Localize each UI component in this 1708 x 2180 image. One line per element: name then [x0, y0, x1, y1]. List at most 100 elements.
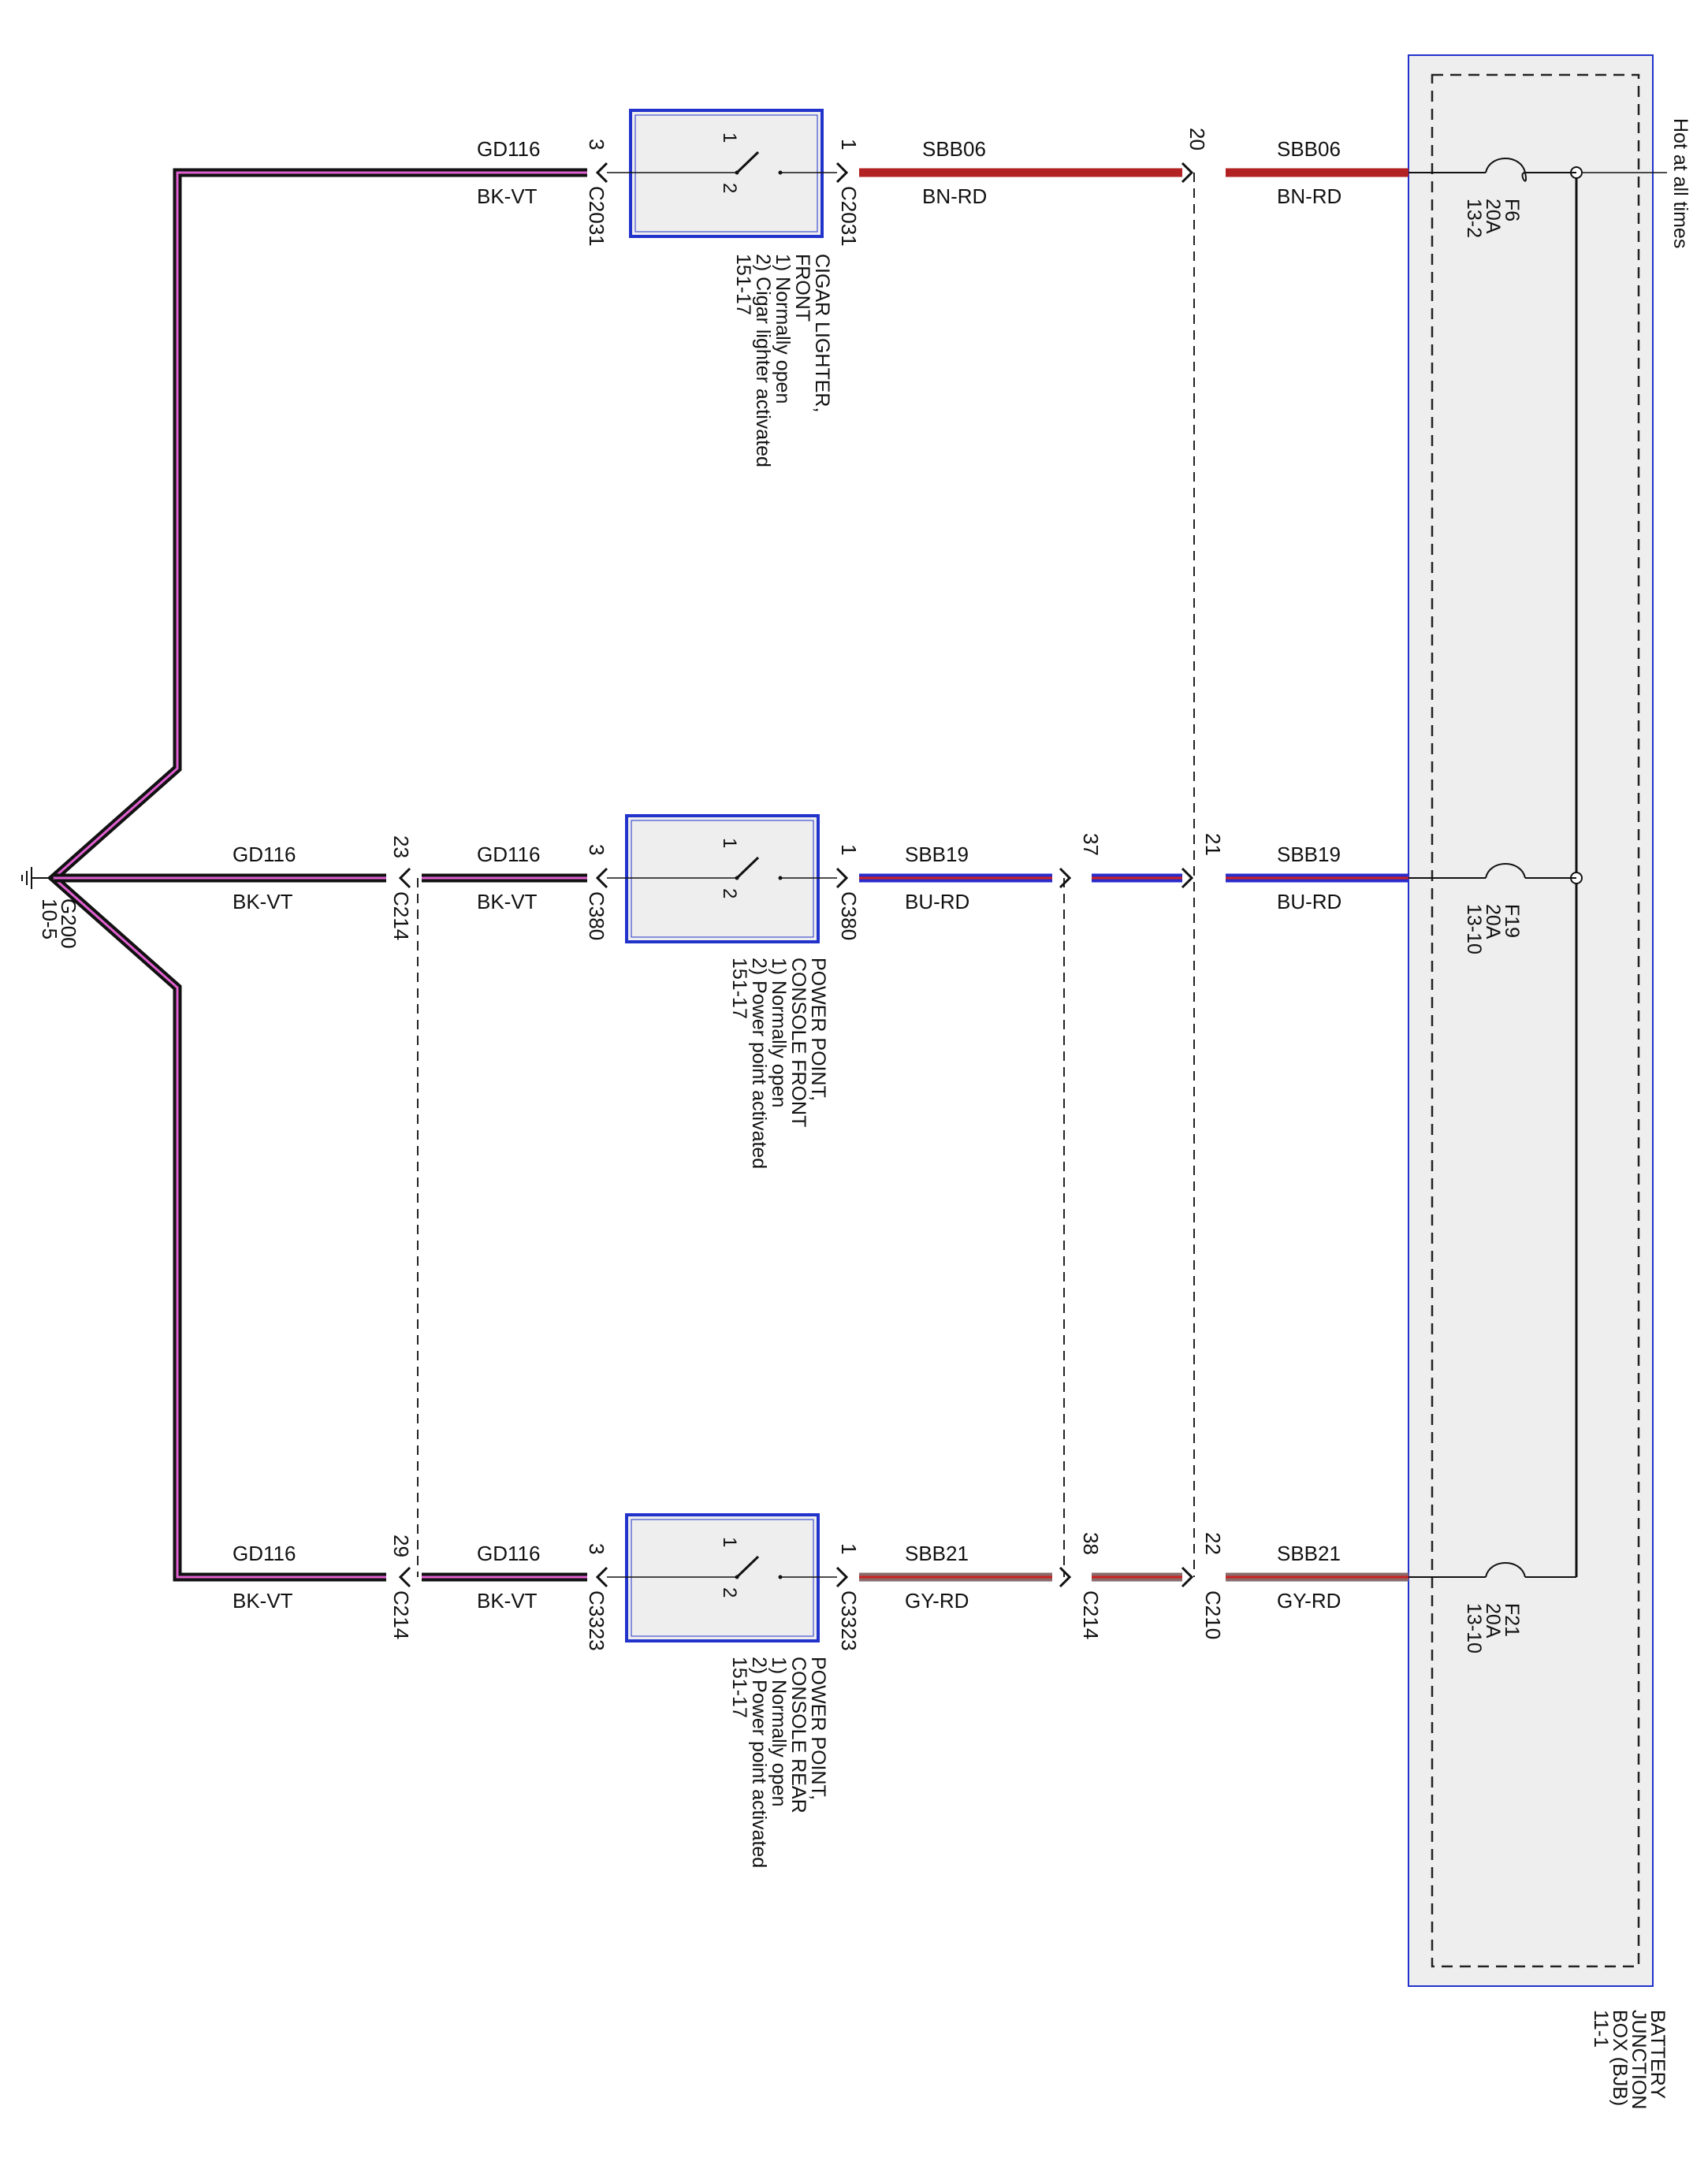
c214-pin29-arrow — [398, 1566, 411, 1588]
mid-pwr-pin: 1 — [837, 844, 861, 855]
top-bjb-color: BN-RD — [1277, 184, 1341, 208]
top-gnd-conn: C2031 — [585, 186, 608, 247]
mid-c214-conn: C214 — [389, 891, 413, 940]
bot-switch-description: POWER POINT, CONSOLE REAR 1) Normally op… — [728, 1657, 829, 1868]
c380-pin3-arrow — [595, 867, 608, 889]
c214-pin38-arrow — [1059, 1566, 1072, 1588]
f19-name: F19 — [1501, 904, 1523, 938]
mid-switch-line3: 1) Normally open — [768, 958, 790, 1107]
fuse-f21-icon — [1408, 1562, 1576, 1578]
bot-gnd-conn: C3323 — [585, 1590, 608, 1651]
bot-switch-line4: 2) Power point activated — [748, 1657, 770, 1868]
top-switch-pin2: 2 — [719, 183, 740, 193]
bot-switch-pin2: 2 — [719, 1587, 740, 1598]
mid-pwr-conn: C380 — [837, 891, 861, 940]
battery-junction-box — [1408, 54, 1654, 1987]
switch-power-point-console-front — [607, 814, 837, 943]
mid-gnd-circuit-b: GD116 — [477, 843, 540, 866]
bjb-inner-dashed — [1431, 73, 1640, 1968]
top-switch-line4: 2) Cigar lighter activated — [752, 254, 774, 467]
ground-ref: 10-5 — [38, 898, 61, 939]
fuse-f19-icon — [1408, 863, 1576, 879]
c210-pin20-arrow — [1181, 162, 1194, 184]
ground-symbol-icon — [21, 867, 54, 889]
bot-gnd-color-b: BK-VT — [477, 1589, 538, 1613]
bjb-label-line1: BATTERY — [1647, 2010, 1669, 2099]
mid-c214-pin: 23 — [389, 835, 413, 858]
bot-bjb-pin: 22 — [1201, 1532, 1225, 1555]
mid-gnd-color-a: BK-VT — [233, 890, 293, 913]
bot-bjb-color: GY-RD — [1277, 1589, 1341, 1613]
top-bjb-circuit: SBB06 — [1277, 137, 1341, 161]
ground-name: G200 — [57, 898, 80, 949]
mid-switch-line1: POWER POINT, — [807, 958, 829, 1101]
c380-pin1-arrow — [835, 867, 849, 889]
bot-gnd-circuit-a: GD116 — [233, 1542, 296, 1565]
mid-switch-description: POWER POINT, CONSOLE FRONT 1) Normally o… — [728, 958, 829, 1169]
mid-switch-line2: CONSOLE FRONT — [787, 958, 809, 1127]
f19-rating: 20A — [1482, 904, 1504, 939]
top-gnd-color: BK-VT — [477, 184, 538, 208]
f19-ref: 13-10 — [1463, 904, 1485, 954]
bjb-label: BATTERY JUNCTION BOX (BJB) 11-1 — [1590, 2010, 1669, 2109]
mid-c214-pwr-pin: 37 — [1079, 833, 1103, 856]
mid-bjb-color: BU-RD — [1277, 890, 1341, 913]
mid-switch-pin1: 1 — [719, 838, 740, 848]
top-pwr-conn: C2031 — [837, 186, 861, 247]
bot-c214-pwr-conn: C214 — [1079, 1590, 1103, 1639]
bot-pwr-pin: 1 — [837, 1543, 861, 1554]
f6-rating: 20A — [1482, 199, 1504, 234]
c2031-pin3-arrow — [595, 162, 608, 184]
c2031-pin1-arrow — [835, 162, 849, 184]
f21-rating: 20A — [1482, 1603, 1504, 1639]
bot-switch-line3: 1) Normally open — [768, 1657, 790, 1806]
mid-pwr-circuit: SBB19 — [905, 843, 969, 866]
f6-ref: 13-2 — [1463, 199, 1485, 238]
switch-power-point-console-rear — [607, 1513, 837, 1642]
bjb-label-line4: 11-1 — [1590, 2010, 1612, 2048]
bot-c214-pin: 29 — [389, 1535, 413, 1557]
mid-bjb-circuit: SBB19 — [1277, 843, 1341, 866]
bot-gnd-color-a: BK-VT — [233, 1589, 293, 1613]
mid-gnd-circuit-a: GD116 — [233, 843, 296, 866]
bot-c214-pwr-pin: 38 — [1079, 1532, 1103, 1555]
top-switch-line2: FRONT — [791, 254, 813, 322]
c210-pin21-arrow — [1181, 867, 1194, 889]
connector-dashed-lines — [417, 173, 1195, 1577]
top-bjb-pin: 20 — [1185, 128, 1209, 151]
bot-switch-line2: CONSOLE REAR — [787, 1657, 809, 1814]
c214-pin37-arrow — [1059, 867, 1072, 889]
c210-pin22-arrow — [1181, 1566, 1194, 1588]
f21-ref: 13-10 — [1463, 1603, 1485, 1654]
bot-switch-line5: 151-17 — [728, 1657, 750, 1718]
mid-switch-pin2: 2 — [719, 888, 740, 898]
bot-bjb-circuit: SBB21 — [1277, 1542, 1341, 1565]
top-switch-line1: CIGAR LIGHTER, — [811, 254, 833, 412]
mid-pwr-color: BU-RD — [905, 890, 969, 913]
bot-pwr-color: GY-RD — [905, 1589, 969, 1613]
f21-name: F21 — [1501, 1603, 1523, 1637]
top-gnd-pin: 3 — [585, 139, 608, 150]
bot-gnd-pin: 3 — [585, 1543, 608, 1554]
source-label: Hot at all times — [1669, 118, 1691, 248]
connector-arrows — [398, 162, 1194, 1588]
wire-gd116-ground — [47, 168, 587, 1582]
top-switch-line5: 151-17 — [732, 254, 754, 315]
mid-gnd-color-b: BK-VT — [477, 890, 538, 913]
fuse-f6-icon — [1408, 158, 1576, 182]
top-gnd-circuit: GD116 — [477, 137, 540, 161]
top-switch-line3: 1) Normally open — [772, 254, 794, 404]
c214-pin23-arrow — [398, 867, 411, 889]
top-pwr-color: BN-RD — [922, 184, 987, 208]
bjb-label-line2: JUNCTION — [1628, 2010, 1650, 2109]
bot-c214-conn: C214 — [389, 1590, 413, 1639]
top-switch-description: CIGAR LIGHTER, FRONT 1) Normally open 2)… — [732, 254, 833, 467]
mid-gnd-conn: C380 — [585, 891, 608, 940]
bot-pwr-conn: C3323 — [837, 1590, 861, 1651]
top-pwr-pin: 1 — [837, 139, 861, 150]
top-pwr-circuit: SBB06 — [922, 137, 986, 161]
c3323-pin3-arrow — [595, 1566, 608, 1588]
mid-switch-line4: 2) Power point activated — [748, 958, 770, 1169]
